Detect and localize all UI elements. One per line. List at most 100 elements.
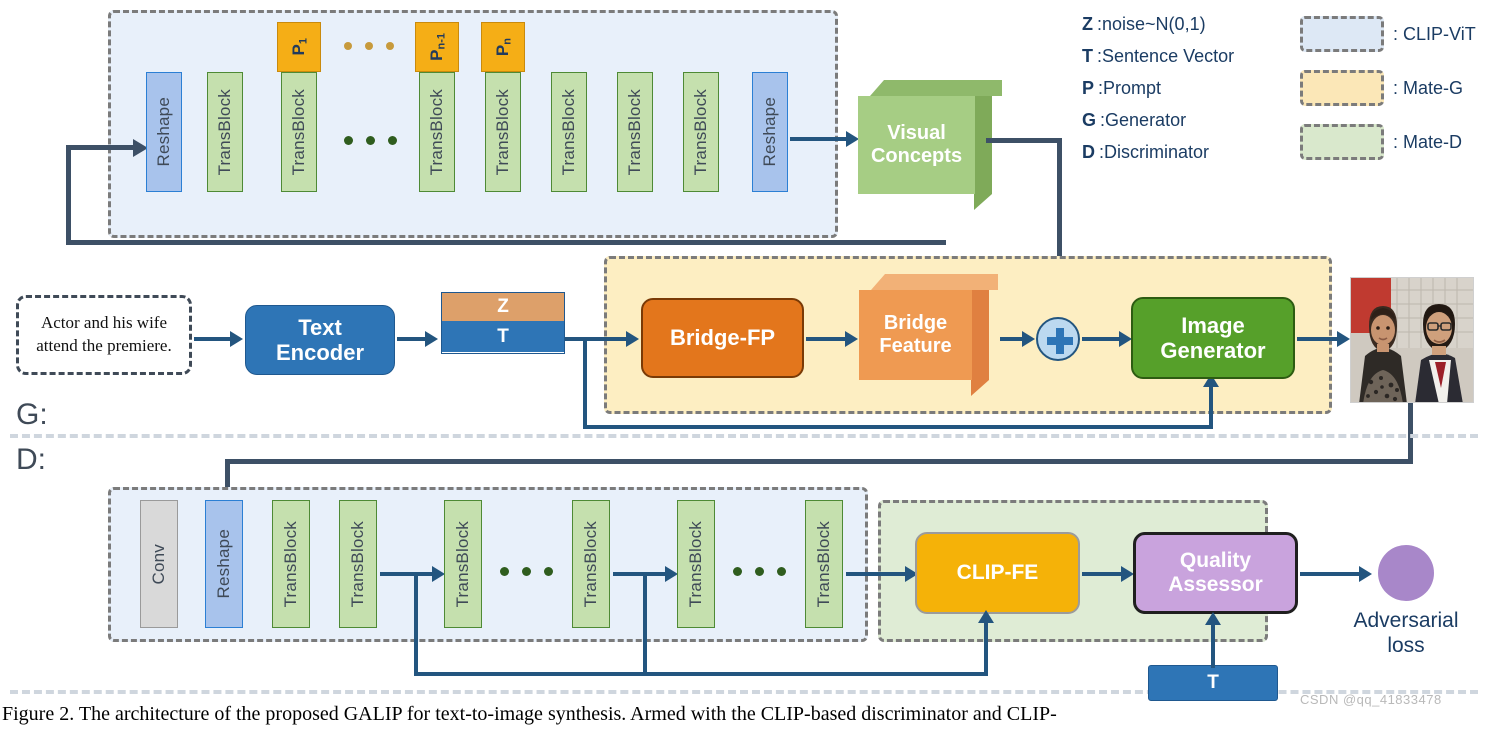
noise-z-label: Z [497, 296, 509, 317]
disc-branch2-arrow-icon [665, 566, 678, 582]
encoder-to-zt-line [397, 337, 427, 341]
swatch-mate-d-icon [1300, 124, 1384, 160]
text-prompt-label: Actor and his wife attend the premiere. [36, 313, 172, 355]
vc-to-fusion-vline [1057, 138, 1062, 303]
disc-feature-bus-line [414, 672, 988, 676]
encoder-to-zt-arrow-icon [425, 331, 438, 347]
adversarial-loss-line1: Adversarial [1353, 609, 1459, 632]
legend-symbols: Z : noise~N(0,1) T : Sentence Vector P :… [1082, 14, 1262, 163]
encoder-block-reshape-in: Reshape [146, 72, 182, 192]
clipfe-bottom-input-arrow-icon [978, 610, 994, 623]
encoder-input-arrow-icon [133, 139, 148, 157]
clipfe-to-quality-line [1082, 572, 1124, 576]
prompt-label: Pn-1 [426, 33, 448, 61]
encoder-block-transblock-2: TransBlock [281, 72, 317, 192]
block-label: TransBlock [453, 520, 472, 608]
disc-ellipsis-1 [500, 567, 553, 576]
adversarial-loss-line2: loss [1387, 634, 1425, 658]
encoder-block-transblock-7: TransBlock [683, 72, 719, 192]
block-label: TransBlock [289, 88, 308, 176]
bridge-fp-label: Bridge-FP [669, 325, 776, 351]
prompt-pn: Pn [481, 22, 525, 72]
noise-sentence-vector: Z T [441, 292, 565, 354]
image-to-d-hline [225, 459, 1413, 464]
prompt-ellipsis [344, 42, 394, 50]
encoder-feedback-intake [66, 145, 136, 150]
fusion-to-generator-arrow-icon [1119, 331, 1132, 347]
swatch-label: : CLIP-ViT [1393, 23, 1476, 44]
t-to-quality-arrow-icon [1205, 612, 1221, 625]
watermark: CSDN @qq_41833478 [1300, 692, 1442, 707]
legend-swatch-mate-g: : Mate-G [1300, 70, 1476, 106]
image-generator-box: Image Generator [1131, 297, 1295, 379]
t-to-quality-vline [1211, 622, 1215, 668]
disc-block-reshape: Reshape [205, 500, 243, 628]
block-label: TransBlock [625, 88, 644, 176]
feature-to-fusion-arrow-icon [1022, 331, 1035, 347]
text-encoder-line2: Encoder [275, 340, 365, 365]
quality-assessor-line1: Quality [1179, 548, 1252, 572]
block-label: Reshape [214, 529, 233, 599]
adversarial-loss-circle [1378, 545, 1434, 601]
bridgefp-to-feature-arrow-icon [845, 331, 858, 347]
encoder-block-transblock-5: TransBlock [551, 72, 587, 192]
block-label: Reshape [154, 97, 173, 167]
block-label: TransBlock [348, 520, 367, 608]
clipfe-bottom-input-vline [984, 620, 988, 674]
block-label: Reshape [760, 97, 779, 167]
text-encoder-box: Text Encoder [245, 305, 395, 375]
quality-assessor-line2: Assessor [1168, 573, 1263, 596]
sentence-vector-box-bottom: T [1148, 665, 1278, 701]
block-label: TransBlock [691, 88, 710, 176]
prompt-p1: P1 [277, 22, 321, 72]
clip-fe-label: CLIP-FE [956, 560, 1039, 584]
block-label: TransBlock [559, 88, 578, 176]
zt-to-bridgefp-line [565, 337, 630, 341]
encoder-block-transblock-3: TransBlock [419, 72, 455, 192]
vc-to-fusion-hline [986, 138, 1062, 143]
disc-branch2-vline [643, 572, 647, 676]
quality-to-loss-line [1300, 572, 1362, 576]
image-generator-line1: Image [1181, 312, 1245, 338]
disc-branch1-hline [380, 572, 435, 576]
block-label: TransBlock [281, 520, 300, 608]
visual-concepts-line2: Concepts [870, 145, 963, 167]
swatch-label: : Mate-D [1393, 131, 1463, 152]
disc-branch2-hline [613, 572, 668, 576]
encoder-ellipsis [344, 136, 397, 145]
bridge-fp-box: Bridge-FP [641, 298, 804, 378]
swatch-label: : Mate-G [1393, 77, 1464, 98]
noise-z-row: Z [442, 293, 564, 321]
feature-to-fusion-line [1000, 337, 1026, 341]
disc-block-transblock-3: TransBlock [444, 500, 482, 628]
visual-concepts-line1: Visual [887, 122, 946, 144]
sentence-vector-bottom-label: T [1207, 672, 1219, 694]
block-label: TransBlock [686, 520, 705, 608]
zt-branch-hline [583, 425, 1213, 429]
quality-assessor-box: Quality Assessor [1133, 532, 1298, 614]
legend-swatch-clip-vit: : CLIP-ViT [1300, 16, 1476, 52]
generator-section-label: G: [16, 398, 48, 431]
adversarial-loss-label: Adversarial loss [1340, 608, 1472, 658]
discriminator-divider [10, 690, 1478, 694]
image-to-d-vline [1408, 403, 1413, 463]
legend-item-p: P : Prompt [1082, 78, 1162, 98]
bridge-feature-line1: Bridge [883, 312, 948, 334]
block-label: TransBlock [427, 88, 446, 176]
legend-item-z: Z : noise~N(0,1) [1082, 14, 1206, 34]
fusion-to-generator-line [1082, 337, 1122, 341]
quality-to-loss-arrow-icon [1359, 566, 1372, 582]
vc-input-arrow-icon [846, 131, 859, 147]
block-label: Conv [149, 543, 168, 585]
legend-swatch-mate-d: : Mate-D [1300, 124, 1476, 160]
gen-bottom-input-vline [1209, 385, 1213, 427]
clip-fe-box: CLIP-FE [915, 532, 1080, 614]
bridge-feature-cube: Bridge Feature [859, 274, 1001, 396]
disc-block-transblock-2: TransBlock [339, 500, 377, 628]
disc-block-conv: Conv [140, 500, 178, 628]
bridge-feature-line2: Feature [879, 335, 952, 357]
figure-caption: Figure 2. The architecture of the propos… [2, 703, 1057, 725]
fusion-plus-node [1036, 317, 1080, 361]
generator-to-image-arrow-icon [1337, 331, 1350, 347]
